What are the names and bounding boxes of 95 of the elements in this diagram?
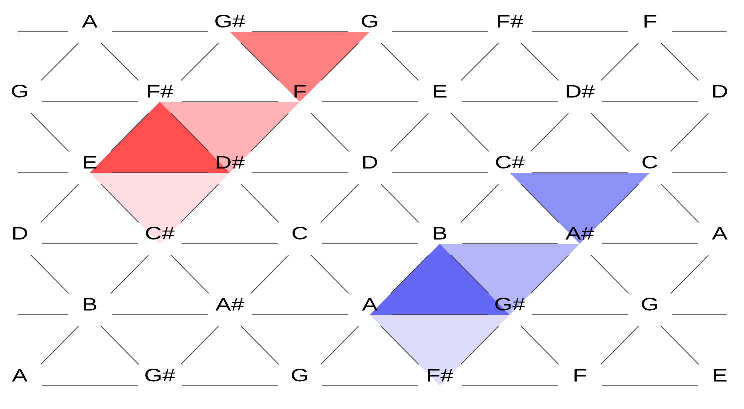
note-label: G#	[146, 368, 176, 382]
note-label: C#	[496, 156, 525, 169]
lattice-line	[112, 314, 208, 316]
note-label: F#	[148, 85, 174, 98]
lattice-line	[532, 172, 628, 174]
lattice-line	[530, 254, 570, 294]
lattice-line	[520, 42, 560, 82]
lattice-line	[180, 42, 220, 82]
note-label: G	[292, 368, 308, 382]
note-label: G#	[496, 298, 526, 311]
lattice-line	[240, 184, 280, 224]
lattice-line	[670, 254, 710, 294]
lattice-line	[590, 112, 630, 152]
note-label: D#	[216, 156, 245, 169]
lattice-line	[600, 326, 640, 366]
note-label: B	[434, 227, 447, 240]
lattice-line	[112, 172, 208, 174]
lattice-line	[180, 326, 220, 366]
lattice-line	[100, 42, 140, 82]
lattice-line	[380, 184, 420, 224]
note-label: F	[294, 85, 306, 98]
lattice-line	[670, 112, 710, 152]
lattice-line	[390, 254, 430, 294]
lattice-line	[672, 314, 728, 316]
note-label: A	[12, 369, 28, 382]
lattice-line	[170, 254, 210, 294]
note-label: E	[84, 156, 97, 169]
lattice-line	[392, 172, 488, 174]
note-label: D#	[566, 85, 595, 98]
lattice-line	[252, 314, 348, 316]
lattice-line	[380, 326, 420, 366]
note-label: G	[12, 84, 28, 98]
lattice-line	[240, 42, 280, 82]
lattice-line	[18, 314, 68, 316]
lattice-line	[660, 326, 700, 366]
note-label: D	[363, 156, 378, 169]
note-label: D	[713, 85, 728, 98]
lattice-line	[250, 254, 290, 294]
lattice-line	[660, 184, 700, 224]
note-label: F	[574, 369, 586, 382]
note-label: G	[362, 14, 378, 28]
lattice-line	[672, 172, 728, 174]
lattice-line	[520, 326, 560, 366]
lattice-line	[40, 184, 80, 224]
note-label: G#	[216, 14, 246, 28]
lattice-line	[40, 42, 80, 82]
lattice-line	[310, 254, 350, 294]
note-label: A#	[566, 227, 594, 240]
lattice-line	[110, 112, 150, 152]
lattice-line	[530, 112, 570, 152]
note-label: D	[13, 227, 28, 240]
lattice-line	[380, 42, 420, 82]
lattice-line	[250, 112, 290, 152]
note-label: A	[712, 227, 728, 240]
lattice-line	[320, 42, 360, 82]
lattice-line	[590, 254, 630, 294]
note-label: A#	[216, 298, 244, 311]
note-label: G	[642, 298, 658, 311]
note-label: B	[84, 298, 97, 311]
lattice-line	[30, 254, 70, 294]
lattice-line	[252, 172, 348, 174]
note-label: A	[362, 298, 378, 311]
lattice-line	[320, 184, 360, 224]
note-label: A	[82, 15, 98, 28]
lattice-line	[600, 42, 640, 82]
lattice-line	[460, 184, 500, 224]
lattice-line	[450, 254, 490, 294]
lattice-line	[18, 172, 68, 174]
lattice-line	[320, 326, 360, 366]
lattice-line	[30, 112, 70, 152]
lattice-line	[390, 112, 430, 152]
note-label: C	[292, 226, 308, 240]
lattice-line	[100, 326, 140, 366]
lattice-line	[180, 184, 220, 224]
lattice-line	[460, 42, 500, 82]
lattice-line	[170, 112, 210, 152]
note-label: C#	[146, 226, 175, 240]
note-label: E	[434, 85, 447, 98]
note-label: F#	[498, 15, 524, 28]
lattice-line	[392, 314, 488, 316]
note-label: F	[644, 15, 656, 28]
lattice-line	[450, 112, 490, 152]
lattice-line	[460, 326, 500, 366]
lattice-line	[110, 254, 150, 294]
lattice-line	[40, 326, 80, 366]
lattice-line	[310, 112, 350, 152]
note-label: F#	[428, 369, 454, 382]
lattice-line	[660, 42, 700, 82]
lattice-line	[600, 184, 640, 224]
lattice-line	[240, 326, 280, 366]
note-label: E	[714, 369, 727, 382]
lattice-line	[520, 184, 560, 224]
lattice-line	[532, 314, 628, 316]
lattice-line	[100, 184, 140, 224]
note-label: C	[642, 156, 658, 169]
